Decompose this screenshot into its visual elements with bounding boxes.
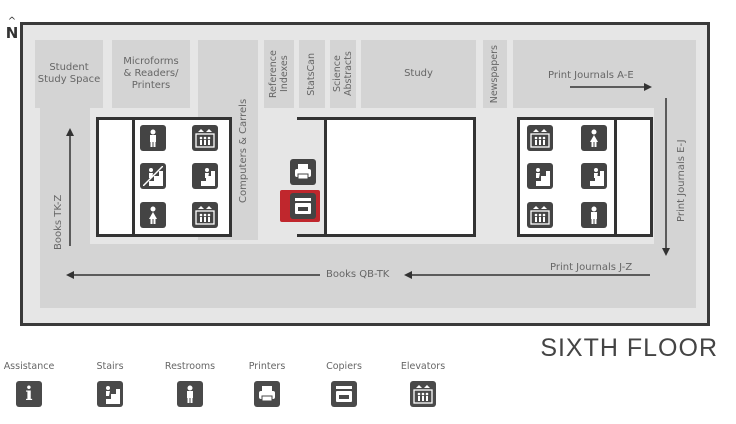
label-journals-jz: Print Journals J-Z xyxy=(550,262,633,273)
core-right-divider xyxy=(614,117,617,237)
restroom-icon[interactable] xyxy=(581,125,607,151)
room-newspapers-label: Newspapers xyxy=(489,44,500,104)
core-left-divider xyxy=(132,117,135,237)
north-arrow-icon: ^ xyxy=(7,16,17,27)
stairs-icon[interactable] xyxy=(581,163,607,189)
stairs-icon[interactable] xyxy=(192,163,218,189)
core-left-inner-bottom xyxy=(132,234,232,237)
copier-icon xyxy=(331,381,357,407)
arrow-journals-ae xyxy=(570,83,652,91)
floor-title: SIXTH FLOOR xyxy=(540,334,718,362)
elevator-icon[interactable] xyxy=(527,202,553,228)
info-icon: i xyxy=(16,381,42,407)
stairs-icon[interactable] xyxy=(527,163,553,189)
core-center xyxy=(324,117,476,237)
center-wall-top xyxy=(297,117,327,120)
elevator-icon[interactable] xyxy=(192,125,218,151)
room-journals-ae[interactable] xyxy=(513,40,696,108)
legend-label-copiers: Copiers xyxy=(326,361,362,372)
arrow-books-qb-tk xyxy=(66,271,320,279)
label-books-qb-tk: Books QB-TK xyxy=(326,269,390,280)
restroom-icon[interactable] xyxy=(581,202,607,228)
room-study-label: Study xyxy=(404,68,433,79)
arrow-books-tk-z xyxy=(66,128,74,246)
center-wall-bottom xyxy=(297,234,327,237)
shelf-bottom-area[interactable] xyxy=(40,244,696,308)
elevator-icon[interactable] xyxy=(192,202,218,228)
room-student-study-label: Student Study Space xyxy=(37,62,101,85)
room-student-study[interactable]: Student Study Space xyxy=(35,40,103,108)
room-science-label: Science Abstracts xyxy=(332,51,354,97)
room-statscan[interactable]: StatsCan xyxy=(299,40,325,108)
stairs-icon[interactable] xyxy=(140,163,166,189)
label-journals-ae: Print Journals A-E xyxy=(548,70,634,81)
north-compass: ^ N xyxy=(4,16,20,42)
printer-icon[interactable] xyxy=(290,159,316,185)
room-microforms[interactable]: Microforms & Readers/ Printers xyxy=(112,40,190,108)
room-computers-label: Computers & Carrels xyxy=(238,98,249,204)
restroom-icon xyxy=(177,381,203,407)
legend-label-assistance: Assistance xyxy=(3,361,55,372)
legend-label-restrooms: Restrooms xyxy=(164,361,216,372)
label-journals-ej: Print Journals E-J xyxy=(676,139,687,222)
arrow-journals-ej xyxy=(662,98,670,256)
room-reference-label: Reference Indexes xyxy=(268,50,290,98)
room-study[interactable]: Study xyxy=(361,40,476,108)
restroom-icon[interactable] xyxy=(140,125,166,151)
restroom-icon[interactable] xyxy=(140,202,166,228)
elevator-icon[interactable] xyxy=(527,125,553,151)
legend-label-stairs: Stairs xyxy=(96,361,124,372)
copier-icon[interactable] xyxy=(290,193,316,219)
printer-icon xyxy=(254,381,280,407)
legend-label-elevators: Elevators xyxy=(400,361,446,372)
room-statscan-label: StatsCan xyxy=(306,52,317,96)
room-microforms-label: Microforms & Readers/ Printers xyxy=(123,56,179,91)
arrow-journals-jz xyxy=(404,271,650,279)
room-science[interactable]: Science Abstracts xyxy=(330,40,356,108)
north-label: N xyxy=(5,24,19,42)
elevator-icon xyxy=(410,381,436,407)
room-newspapers[interactable]: Newspapers xyxy=(483,40,507,108)
label-books-tk-z: Books TK-Z xyxy=(53,194,64,250)
room-reference[interactable]: Reference Indexes xyxy=(264,40,294,108)
stairs-icon xyxy=(97,381,123,407)
legend-label-printers: Printers xyxy=(248,361,286,372)
